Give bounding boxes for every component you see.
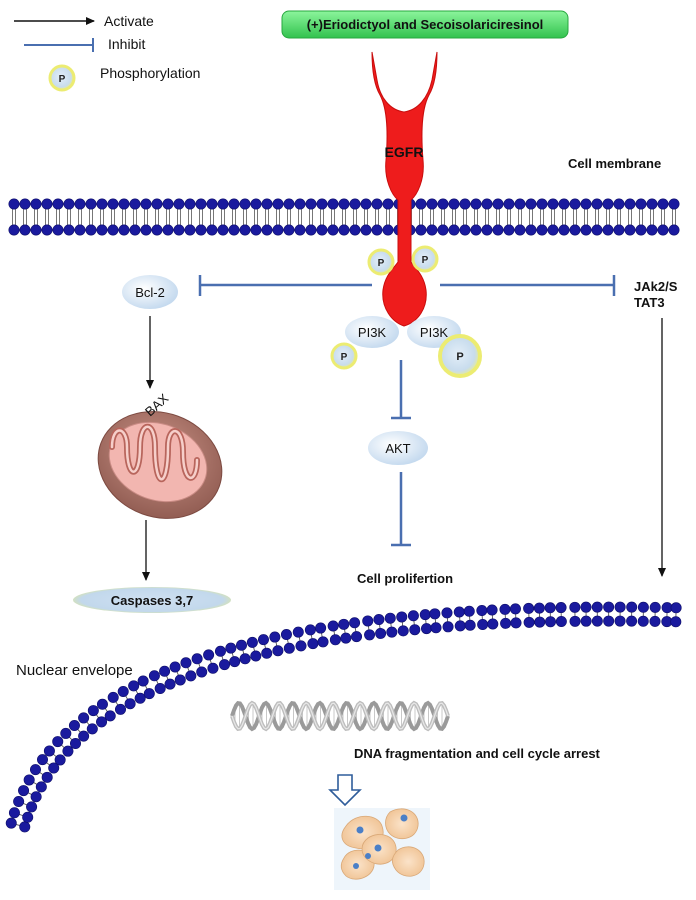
legend-inhibit-label: Inhibit: [108, 36, 145, 52]
nuclear-envelope-label: Nuclear envelope: [16, 662, 133, 679]
phospho-receptor-right: P: [411, 245, 439, 273]
dna-helix: [230, 700, 450, 732]
svg-text:P: P: [378, 258, 385, 269]
legend-activate-label: Activate: [104, 13, 154, 29]
svg-text:Caspases 3,7: Caspases 3,7: [111, 593, 193, 608]
svg-text:PI3K: PI3K: [358, 325, 387, 340]
caspases-node: Caspases 3,7: [73, 587, 231, 613]
legend-phospho-p: P: [59, 74, 66, 85]
phospho-pi3k-left: P: [330, 342, 358, 370]
legend-phospho-label: Phosphorylation: [100, 65, 200, 81]
jak-label-line2: TAT3: [634, 295, 665, 310]
ligand-label: (+)Eriodictyol and Secoisolariciresinol: [307, 17, 544, 32]
ligand-box: (+)Eriodictyol and Secoisolariciresinol: [281, 10, 569, 39]
svg-text:P: P: [456, 351, 463, 363]
inhibit-akt: [391, 360, 411, 420]
mitochondrion: [97, 411, 223, 519]
egfr-receptor: EGFR: [371, 51, 438, 327]
down-arrow-icon: [328, 774, 362, 807]
egfr-label: EGFR: [385, 144, 424, 160]
akt-node: AKT: [368, 431, 428, 465]
phospho-receptor-left: P: [367, 248, 395, 276]
svg-text:P: P: [422, 255, 429, 266]
cell-membrane-label: Cell membrane: [568, 156, 661, 171]
legend-phospho-icon: [48, 64, 76, 92]
dna-outcome-label: DNA fragmentation and cell cycle arrest: [354, 746, 601, 761]
inhibit-bcl2: [198, 275, 372, 296]
legend: Activate Inhibit P Phosphorylation: [14, 13, 200, 92]
bcl2-node: Bcl-2: [122, 275, 178, 309]
pi3k-left: PI3K: [345, 316, 399, 348]
svg-text:AKT: AKT: [385, 441, 410, 456]
apoptotic-cells: [334, 808, 430, 890]
svg-text:P: P: [341, 352, 348, 363]
cell-proliferation-label: Cell prolifertion: [357, 571, 453, 586]
svg-text:PI3K: PI3K: [420, 325, 449, 340]
nuclear-envelope: [5, 601, 682, 833]
inhibit-proliferation: [391, 472, 411, 547]
phospho-pi3k-right: P: [438, 334, 482, 378]
inhibit-jak: [440, 275, 616, 296]
jak-label-line1: JAk2/S: [634, 279, 678, 294]
svg-text:Bcl-2: Bcl-2: [135, 285, 165, 300]
cell-membrane: [8, 198, 680, 236]
